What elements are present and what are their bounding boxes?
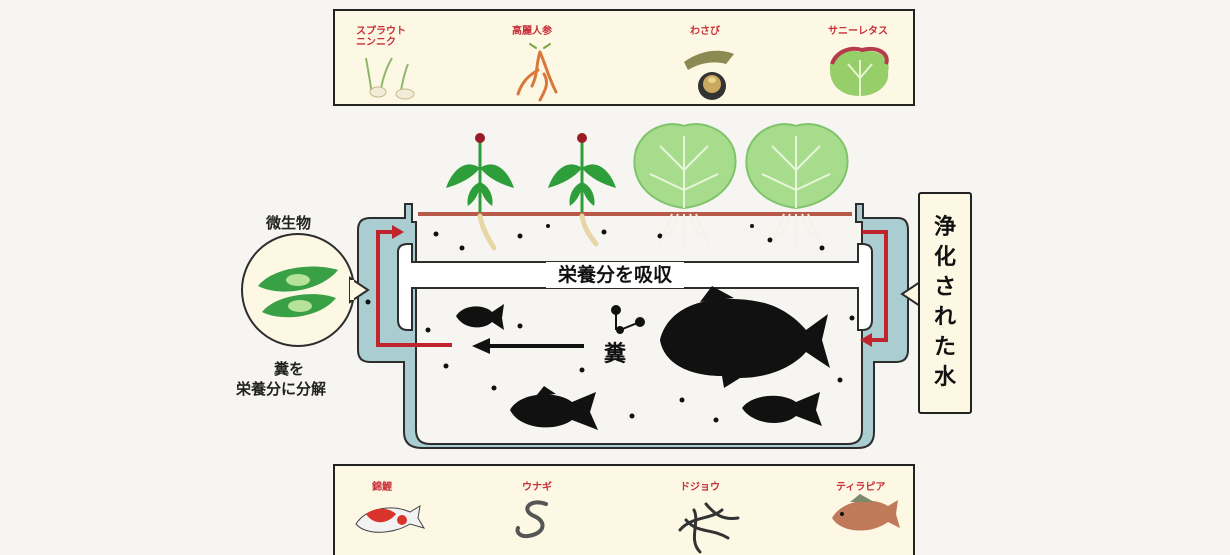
right-fish-icon <box>742 392 822 426</box>
left-arrowhead <box>392 225 404 239</box>
microbe-caption-line1: 糞を <box>274 360 305 378</box>
microbe-title: 微生物 <box>266 214 312 232</box>
ginseng-plant-1 <box>446 133 514 251</box>
small-fish-icon <box>456 304 504 330</box>
crop-label-sunny-lettuce: サニーレタス <box>828 26 888 37</box>
purified-char: 浄 <box>933 215 956 240</box>
right-circulation-arrow <box>862 230 888 342</box>
waste-pellets-icon <box>611 305 645 334</box>
sunny-lettuce-icon <box>829 46 889 96</box>
purified-char: 化 <box>933 245 956 270</box>
microbe-icon <box>258 266 338 318</box>
koi-icon <box>355 505 426 533</box>
ginseng-plant-2 <box>548 133 616 247</box>
left-circulation-arrow <box>376 230 452 347</box>
ginseng-root-icon <box>516 43 558 102</box>
lettuce-plant-1 <box>633 123 737 246</box>
sprout-garlic-icon <box>365 57 415 100</box>
fish-label-koi: 錦鯉 <box>372 482 392 493</box>
fish-label-loach: ドジョウ <box>680 482 720 493</box>
lettuce-plant-2 <box>745 123 849 246</box>
large-fish-icon <box>660 286 830 388</box>
waste-label: 糞 <box>604 342 627 367</box>
wasabi-icon <box>684 50 734 100</box>
bottom-fish-panel <box>333 464 915 555</box>
purified-char: れ <box>933 305 956 330</box>
fish-label-tilapia: ティラピア <box>836 482 886 493</box>
tilapia-icon <box>832 494 900 531</box>
medium-fish-icon <box>510 386 598 430</box>
right-arrowhead <box>860 333 872 347</box>
tank-outer-wall <box>357 203 909 449</box>
microbe-bubble <box>241 233 370 347</box>
eel-icon <box>515 500 548 539</box>
loach-icon <box>678 502 740 554</box>
crop-label-sprout-garlic: スプラウト ニンニク <box>356 26 406 48</box>
purified-char: さ <box>933 275 956 300</box>
grow-bed-line <box>418 212 852 216</box>
waste-flow-arrow <box>472 338 584 354</box>
purified-water-box: 浄 化 さ れ た 水 <box>918 192 972 414</box>
purified-char: 水 <box>933 365 956 390</box>
top-crop-panel <box>333 9 915 106</box>
microbe-caption-line2: 栄養分に分解 <box>236 380 327 398</box>
absorb-nutrients-label: 栄養分を吸収 <box>546 262 685 288</box>
crop-label-ginseng: 高麗人参 <box>512 26 552 37</box>
crop-label-wasabi: わさび <box>690 26 720 37</box>
waste-particles <box>365 224 855 423</box>
fish-label-eel: ウナギ <box>522 482 552 493</box>
purified-char: た <box>933 335 956 360</box>
